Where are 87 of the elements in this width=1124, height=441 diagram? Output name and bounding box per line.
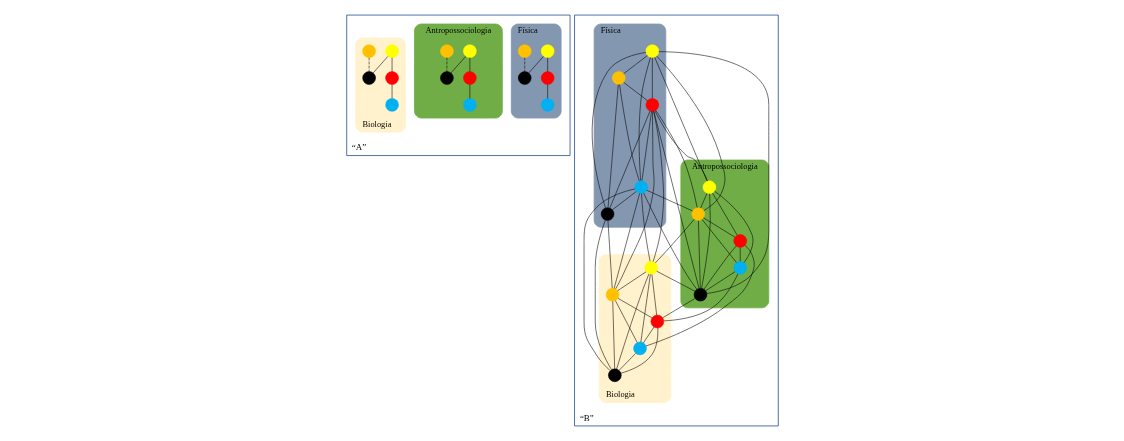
node-circle	[439, 44, 454, 58]
connector	[642, 192, 697, 290]
connector	[609, 110, 650, 209]
node-circle	[702, 180, 716, 194]
connector	[591, 52, 646, 209]
connector	[607, 220, 612, 289]
connector	[705, 271, 735, 291]
connector	[546, 57, 548, 72]
cluster: Antropossociologia	[413, 23, 503, 119]
connector	[614, 111, 654, 290]
connector	[617, 298, 652, 319]
connector	[450, 56, 466, 74]
connector	[583, 188, 635, 371]
node-circle	[600, 207, 614, 221]
node-circle	[361, 71, 376, 85]
connector	[607, 84, 619, 208]
node-circle	[693, 287, 707, 302]
connector	[700, 193, 711, 289]
connector	[613, 193, 640, 289]
connector	[652, 111, 664, 262]
connector	[653, 111, 699, 289]
connector	[653, 56, 707, 182]
node-circle	[607, 368, 622, 382]
connector	[622, 82, 648, 101]
connector	[640, 274, 651, 343]
node-circle	[650, 314, 664, 329]
connector	[523, 57, 525, 72]
connector	[645, 245, 755, 347]
node-circle	[384, 71, 399, 85]
node-circle	[517, 44, 531, 58]
node-circle	[361, 44, 376, 58]
connector	[654, 219, 694, 264]
connector	[646, 190, 693, 212]
connector	[655, 270, 695, 292]
connector	[701, 219, 737, 263]
connector	[713, 190, 753, 263]
node-circle	[517, 71, 531, 85]
connector	[368, 57, 369, 72]
node-circle	[462, 44, 477, 58]
node-circle	[540, 98, 554, 112]
cluster: Biologia	[598, 254, 671, 403]
connector	[658, 51, 769, 294]
connector	[372, 56, 388, 74]
connector	[699, 192, 707, 209]
connector	[703, 245, 736, 290]
connector	[614, 300, 638, 343]
node-circle	[611, 71, 625, 85]
connector	[711, 192, 737, 236]
connector	[702, 217, 735, 238]
node-circle	[439, 71, 454, 85]
connector	[611, 191, 636, 210]
node-circle	[540, 71, 554, 85]
node-circle	[645, 98, 659, 112]
connector	[655, 55, 725, 211]
connector	[661, 298, 695, 319]
connector	[446, 57, 447, 72]
node-circle	[462, 71, 477, 85]
node-circle	[540, 44, 554, 58]
node-circle	[384, 44, 399, 58]
connector	[638, 57, 651, 181]
cluster: Física	[510, 23, 561, 119]
connector	[651, 57, 653, 99]
node-circle	[605, 287, 619, 302]
node-circle	[633, 180, 648, 194]
connector	[618, 353, 636, 371]
node-circle	[644, 261, 658, 275]
connector	[663, 273, 738, 322]
connector	[655, 110, 697, 208]
connector	[641, 111, 652, 181]
node-circle	[462, 98, 477, 112]
connector	[622, 55, 648, 74]
connector	[697, 220, 701, 289]
node-circle	[691, 207, 705, 221]
node-circle	[733, 261, 747, 275]
connector	[615, 273, 649, 370]
node-circle	[645, 44, 659, 58]
node-circle	[384, 98, 399, 112]
connector	[527, 56, 544, 74]
node-circle	[733, 234, 747, 248]
connector	[620, 327, 658, 374]
connector	[612, 300, 615, 369]
connector	[640, 193, 650, 262]
node-circle	[632, 341, 647, 356]
connector	[594, 219, 612, 370]
connector	[654, 110, 708, 182]
connector	[618, 84, 640, 182]
cluster: Biologia	[354, 37, 406, 133]
